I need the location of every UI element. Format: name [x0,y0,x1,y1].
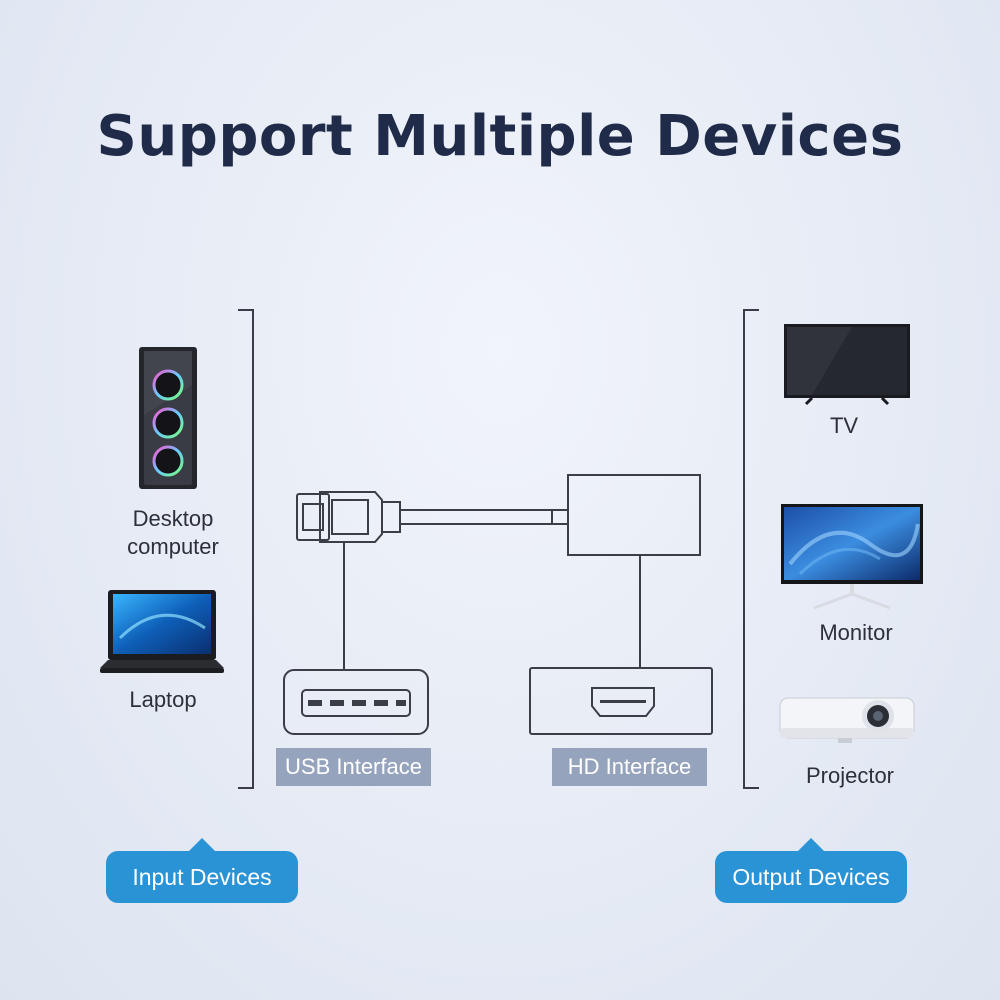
monitor-label: Monitor [819,620,893,645]
adapter-diagram [283,474,713,735]
output-bracket [743,309,759,789]
input-bracket [238,309,254,789]
tv-label: TV [829,413,859,438]
projector-icon [779,697,915,743]
desktop-label: Desktop computer [100,505,246,561]
desktop-computer-icon [139,347,197,489]
desktop-label-line2: computer [127,534,219,559]
hd-adapter-icon [567,474,701,556]
laptop-icon [100,590,224,673]
tv-icon [784,324,910,406]
page-title: Support Multiple Devices [96,104,904,169]
hdmi-port-icon [529,667,713,735]
projector-label: Projector [805,763,895,788]
usb-plug-icon [296,493,330,541]
laptop-label: Laptop [129,687,197,712]
usb-port-icon [283,669,429,735]
desktop-label-line1: Desktop [132,506,214,531]
output-devices-callout: Output Devices [715,838,907,903]
input-callout-pointer [188,838,216,852]
output-devices-label: Output Devices [732,864,890,890]
monitor-icon [781,504,923,610]
input-devices-callout: Input Devices [106,838,298,903]
output-callout-pointer [797,838,825,852]
input-devices-label: Input Devices [132,864,272,890]
usb-interface-label: USB Interface [276,748,431,786]
hd-interface-label: HD Interface [552,748,707,786]
